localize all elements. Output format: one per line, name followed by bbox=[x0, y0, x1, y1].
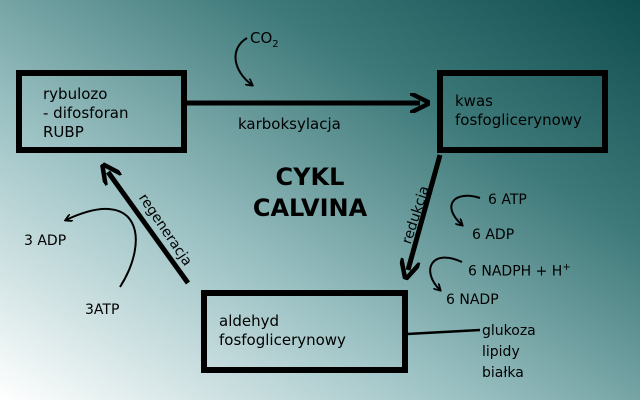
nadph-superscript: + bbox=[562, 262, 571, 273]
atp3-adp3-arrow bbox=[66, 207, 137, 288]
node-pga-line2: fosfoglicerynowy bbox=[455, 111, 582, 129]
node-rubp bbox=[16, 70, 187, 153]
cycle-title-line1: CYKL bbox=[275, 163, 345, 191]
nadph-label: 6 NADPH + H+ bbox=[468, 260, 571, 280]
co2-label: CO2 bbox=[250, 30, 279, 53]
node-phosphoglyceric-acid bbox=[437, 70, 608, 153]
adp3-label: 3 ADP bbox=[24, 233, 67, 249]
product-glucose: glukoza bbox=[482, 323, 536, 339]
atp6-label: 6 ATP bbox=[488, 192, 527, 208]
node-rubp-line3: RUBP bbox=[43, 123, 84, 141]
co2-base: CO bbox=[250, 29, 273, 47]
product-lipids: lipidy bbox=[482, 344, 520, 360]
cycle-title-line2: CALVINA bbox=[252, 194, 368, 222]
node-rubp-line1: rybulozo bbox=[43, 85, 108, 103]
regeneration-arrow bbox=[108, 172, 191, 285]
node-rubp-line2: - difosforan bbox=[43, 104, 129, 122]
products-line bbox=[406, 328, 481, 336]
co2-uptake-arrow bbox=[234, 37, 252, 85]
atp3-label: 3ATP bbox=[85, 302, 120, 318]
nadph-base: 6 NADPH + H bbox=[468, 263, 563, 280]
atp-adp-arrow bbox=[450, 194, 481, 225]
nadp6-label: 6 NADP bbox=[446, 292, 499, 308]
node-pga-line1: kwas bbox=[455, 92, 493, 110]
reduction-arrow bbox=[408, 154, 443, 270]
product-proteins: białka bbox=[482, 365, 524, 381]
adp6-label: 6 ADP bbox=[472, 227, 515, 243]
carboxylation-label: karboksylacja bbox=[238, 115, 341, 133]
node-aldehyd-line2: fosfoglicerynowy bbox=[219, 331, 346, 349]
nadph-nadp-arrow bbox=[429, 256, 463, 290]
node-glyceraldehyde bbox=[201, 290, 408, 373]
co2-subscript: 2 bbox=[272, 39, 279, 50]
node-aldehyd-line1: aldehyd bbox=[219, 312, 280, 330]
